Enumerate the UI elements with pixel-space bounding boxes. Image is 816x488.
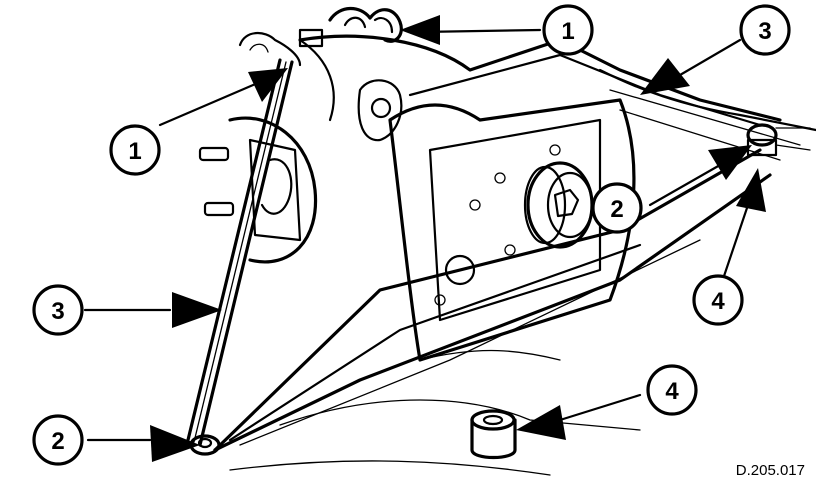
callout-2-bottom: 2 [32,414,84,466]
arrow-head-2-right [708,145,752,180]
arrow-head-3-right [640,58,690,95]
callout-1-top-label: 1 [561,18,574,45]
arrow-head-4-bottom [516,405,566,440]
callout-1-top: 1 [542,4,594,56]
ground-lines [229,349,641,476]
callout-1-left: 1 [109,124,161,176]
callout-2-center: 2 [591,182,643,234]
callout-4-bottom-label: 4 [665,378,679,405]
callout-3-left: 3 [32,284,84,336]
pivot-bushing [523,161,594,249]
arrow-head-3-left [172,292,222,328]
callout-4-right: 4 [692,274,744,326]
wheel-hub [198,116,318,264]
upper-spring-mount [238,6,403,67]
callout-leaders [83,15,766,462]
callout-2-bottom-label: 2 [51,428,64,455]
arrow-head-4-right [736,168,766,212]
suspension-assembly-illustration [186,6,816,476]
chassis-frame [298,34,816,161]
central-subframe [357,79,636,362]
reference-code: D.205.017 [736,462,805,479]
tie-rod [186,58,294,447]
callout-3-left-label: 3 [51,298,64,325]
right-pivot-bolt [746,123,811,157]
callout-1-left-label: 1 [128,138,141,165]
callout-3-top-right-label: 3 [758,18,771,45]
callout-3-top-right: 3 [739,4,791,56]
callout-2-center-label: 2 [610,196,623,223]
arrow-head-1-left [248,68,288,102]
arrow-head-1-top [400,15,440,45]
loose-bushing [470,409,517,460]
callout-4-right-label: 4 [711,288,725,315]
lower-control-arm [213,148,772,452]
arrow-head-2-bottom [150,425,200,462]
callout-4-bottom: 4 [646,364,698,416]
